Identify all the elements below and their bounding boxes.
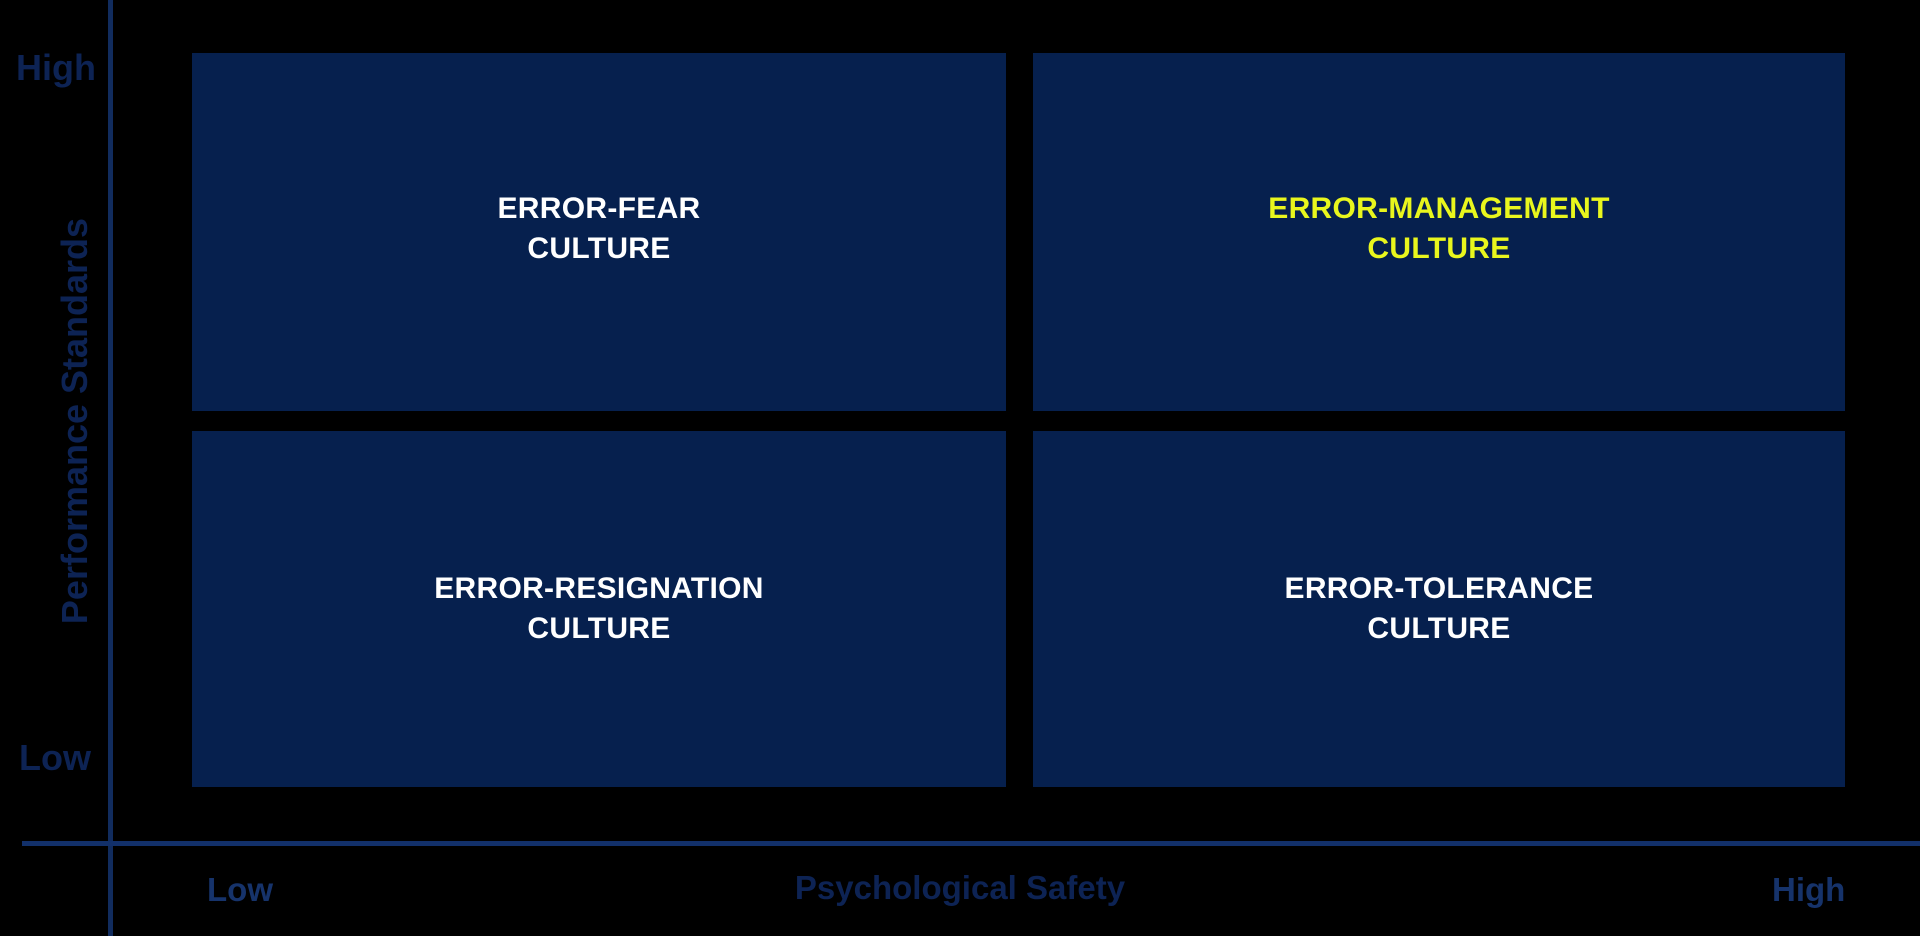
quadrant-error-tolerance[interactable]: ERROR-TOLERANCE CULTURE <box>1033 431 1845 787</box>
y-axis-line <box>108 0 113 936</box>
y-axis-title: Performance Standards <box>54 217 95 625</box>
y-axis-tick-low: Low <box>19 737 91 778</box>
quadrant-error-fear[interactable]: ERROR-FEAR CULTURE <box>192 53 1006 411</box>
x-axis-tick-low: Low <box>207 871 273 908</box>
quadrant-error-resignation[interactable]: ERROR-RESIGNATION CULTURE <box>192 431 1006 787</box>
quadrant-label: ERROR-RESIGNATION CULTURE <box>434 572 764 645</box>
y-axis-tick-high: High <box>16 47 96 88</box>
quadrant-error-management[interactable]: ERROR-MANAGEMENT CULTURE <box>1033 53 1845 411</box>
x-axis-line <box>22 841 1920 846</box>
quadrant-label: ERROR-MANAGEMENT CULTURE <box>1268 192 1610 265</box>
x-axis-tick-high: High <box>1772 871 1846 908</box>
quadrant-label: ERROR-TOLERANCE CULTURE <box>1284 572 1594 645</box>
x-axis-title: Psychological Safety <box>794 869 1126 906</box>
quadrant-label: ERROR-FEAR CULTURE <box>497 192 701 265</box>
